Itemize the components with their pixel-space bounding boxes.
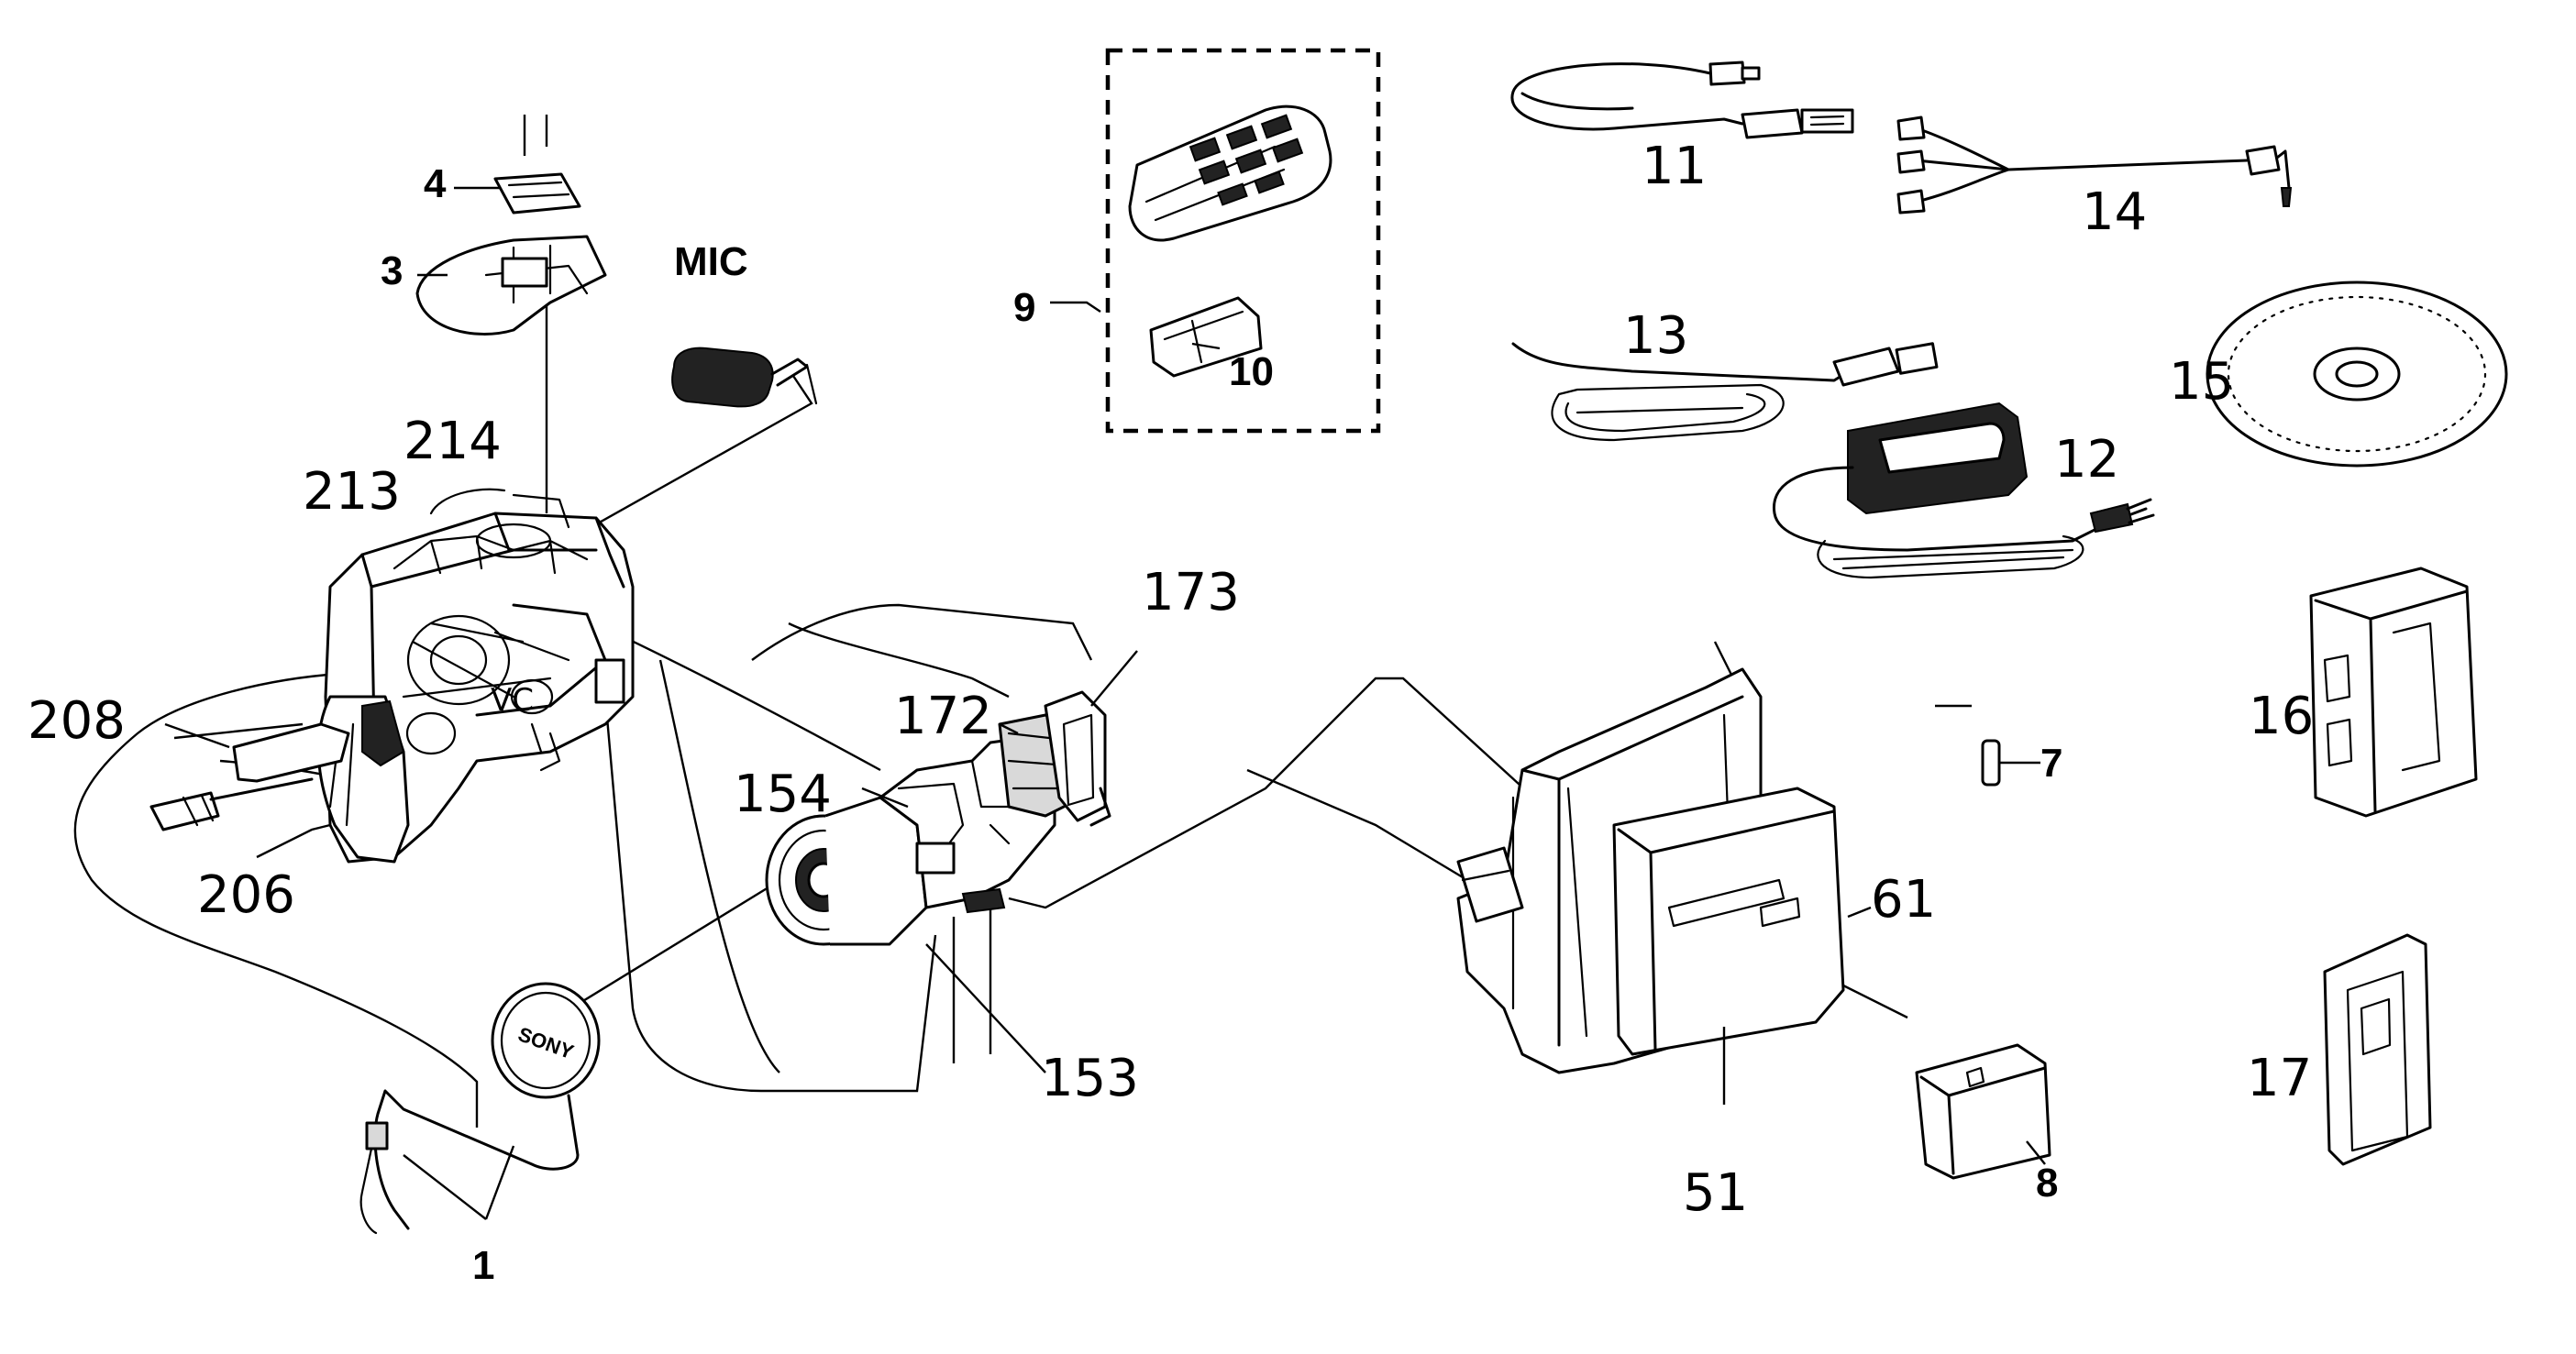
label-part-11: 11 [1642,137,1707,196]
label-part-51: 51 [1683,1163,1748,1223]
lens-block [765,690,1111,946]
label-part-154: 154 [734,765,832,824]
label-part-206: 206 [197,865,295,925]
lens-cap-assembly: SONY [359,982,601,1235]
dc-cord [1511,342,1939,442]
microphone-part [671,347,818,408]
label-part-153: 153 [1041,1049,1139,1108]
assembly-leader-lines [73,115,1972,1128]
label-part-172: 172 [894,687,992,746]
main-chassis: VC [316,488,635,864]
label-part-214: 214 [404,412,502,471]
label-part-12: 12 [2054,430,2119,490]
label-part-3: 3 [381,248,403,293]
label-part-4: 4 [424,161,447,206]
label-part-10: 10 [1229,349,1274,394]
label-part-16: 16 [2249,687,2314,746]
label-part-213: 213 [303,462,401,522]
part-labels: 4 3 MIC 9 10 1 7 8 11 12 13 14 15 16 17 … [28,137,2314,1288]
label-part-1: 1 [472,1243,494,1288]
ac-adaptor [1772,402,2155,579]
av-cable [1896,116,2293,215]
battery-pack [2309,567,2478,818]
remote-battery-cover [1149,296,1263,378]
memory-stick [2323,933,2432,1166]
label-part-15: 15 [2169,352,2234,412]
label-part-14: 14 [2082,182,2147,242]
label-part-7: 7 [2040,741,2062,786]
remote-control [1128,105,1332,242]
body-marking: VC [491,682,534,719]
callout-leaders [164,186,2046,1165]
usb-cable [1510,61,1854,139]
hand-strap [149,722,350,831]
label-part-173: 173 [1142,563,1240,622]
label-part-17: 17 [2247,1049,2312,1108]
cd-rom [2206,281,2508,468]
accessory-shoe-assembly [415,172,607,336]
label-part-9: 9 [1013,285,1035,330]
label-mic: MIC [674,239,748,284]
lcd-frame-assembly [1456,667,2051,1180]
label-part-8: 8 [2036,1161,2058,1205]
label-part-208: 208 [28,691,126,751]
label-part-13: 13 [1623,306,1688,366]
remote-kit-box [1105,48,1381,434]
label-part-61: 61 [1871,870,1936,930]
